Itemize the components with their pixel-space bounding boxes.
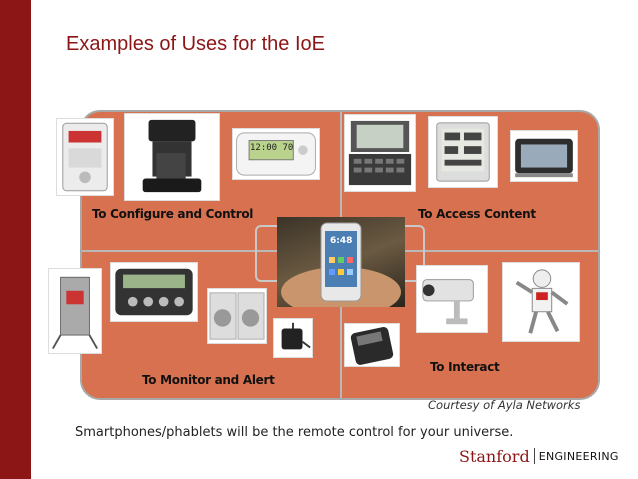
slide-title: Examples of Uses for the IoE	[66, 33, 326, 55]
stanford-engineering-logo: Stanford ENGINEERING	[459, 445, 619, 467]
phone-clock: 6:48	[330, 236, 353, 246]
washer-dryer-image	[207, 288, 267, 344]
thermostat-display: 12:00 70	[250, 143, 294, 153]
thermostat-image	[232, 128, 320, 180]
remote-control-image	[344, 323, 400, 367]
monitoring-device-image	[110, 262, 198, 322]
coffee-maker-image	[124, 113, 220, 201]
e-dictionary-image	[344, 114, 416, 192]
air-purifier-image	[48, 268, 102, 354]
smartphone-in-hand-image	[277, 217, 405, 307]
logo-engineering: ENGINEERING	[538, 449, 619, 463]
left-accent-bar	[0, 0, 31, 479]
label-access-content: To Access Content	[418, 207, 536, 221]
weather-station-image	[428, 116, 498, 188]
security-camera-image	[416, 265, 488, 333]
toy-robot-image	[502, 262, 580, 342]
logo-stanford: Stanford	[459, 446, 530, 466]
sprinkler-controller-image	[56, 118, 114, 196]
logo-separator	[533, 448, 535, 464]
label-configure-control: To Configure and Control	[92, 207, 254, 221]
label-monitor-alert: To Monitor and Alert	[142, 373, 275, 387]
courtesy-note: Courtesy of Ayla Networks	[428, 398, 581, 412]
label-interact: To Interact	[430, 360, 500, 374]
smart-display-image	[510, 130, 578, 182]
slide-caption: Smartphones/phablets will be the remote …	[75, 425, 514, 440]
sensor-puck-image	[273, 318, 313, 358]
